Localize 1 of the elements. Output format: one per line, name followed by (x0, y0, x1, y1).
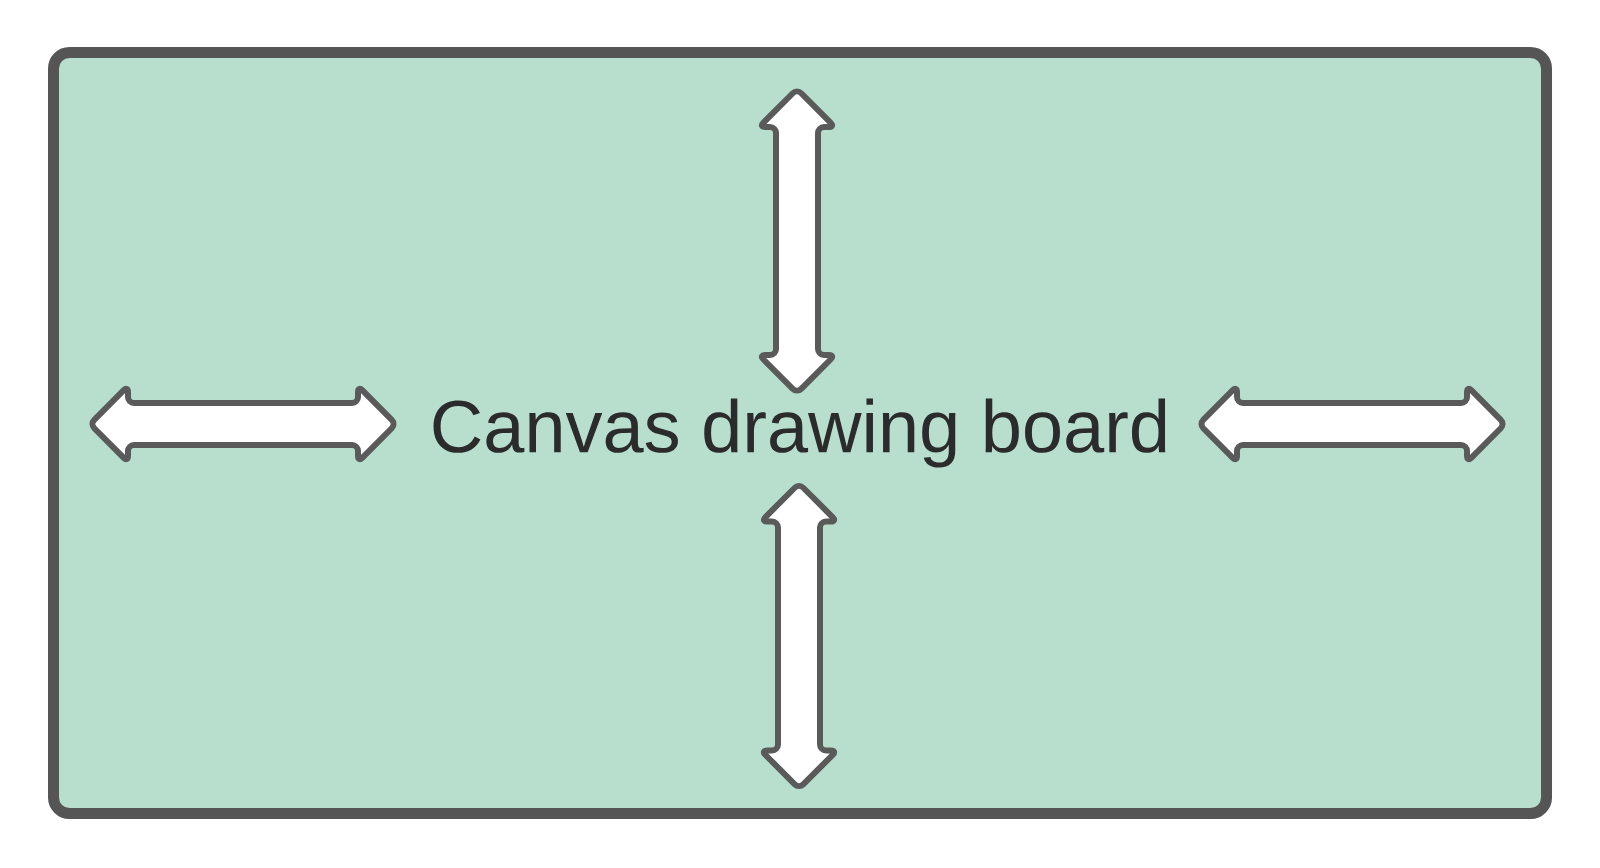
canvas-board: Canvas drawing board (48, 47, 1552, 819)
